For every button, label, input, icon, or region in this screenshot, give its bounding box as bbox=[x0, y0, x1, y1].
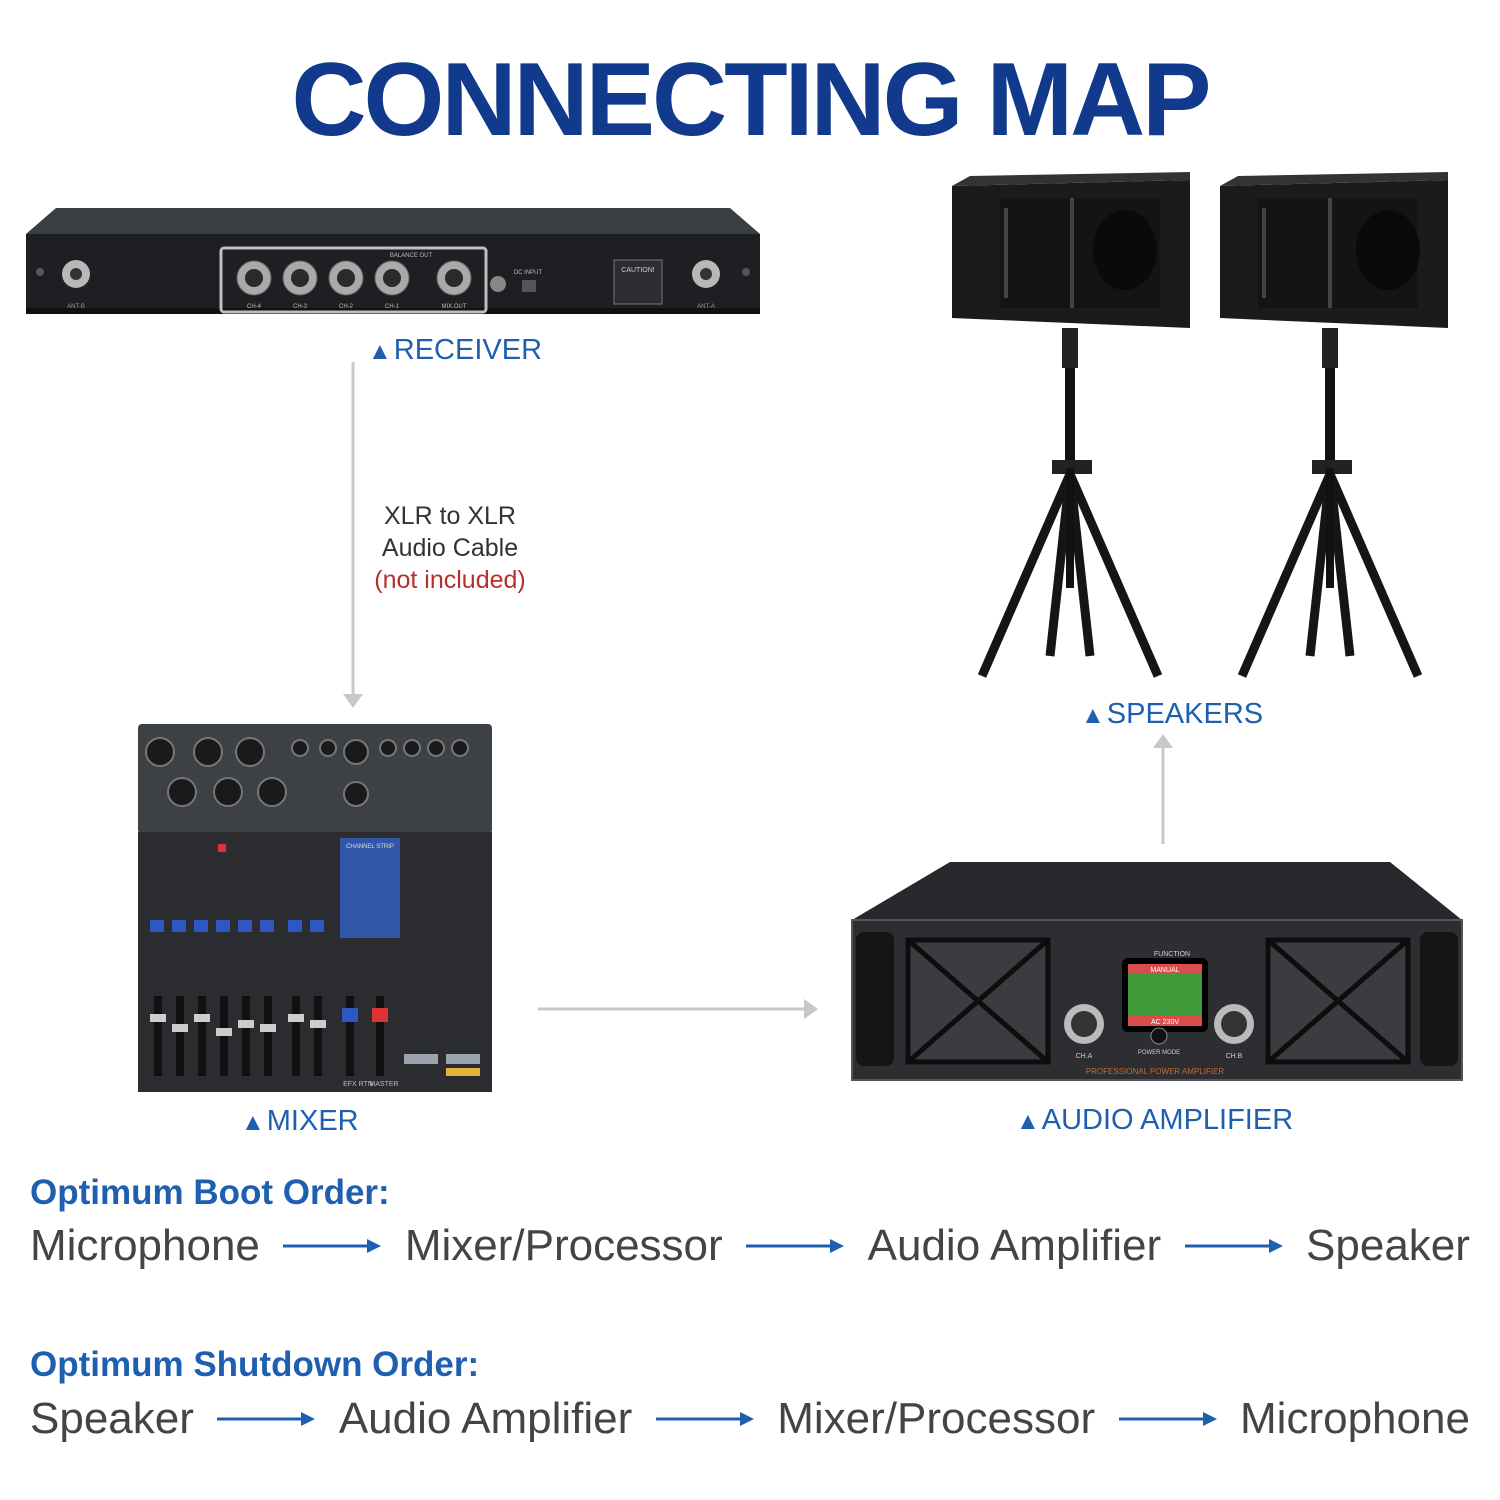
shutdown-order-heading: Optimum Shutdown Order: bbox=[30, 1345, 480, 1384]
svg-text:CHANNEL STRIP: CHANNEL STRIP bbox=[346, 844, 394, 850]
speakers-label: ▲SPEAKERS bbox=[1081, 698, 1264, 730]
boot-order-row: Microphone Mixer/Processor Audio Amplifi… bbox=[30, 1222, 1470, 1270]
flow-arrow-icon bbox=[655, 1412, 754, 1426]
receiver-label: ▲RECEIVER bbox=[368, 334, 543, 366]
mixer-image: CHANNEL STRIP EFX RTN MASTER bbox=[138, 724, 492, 1092]
svg-text:POWER MODE: POWER MODE bbox=[1138, 1050, 1180, 1056]
svg-text:CH-2: CH-2 bbox=[339, 304, 354, 310]
svg-text:AC 230V: AC 230V bbox=[1151, 1019, 1179, 1026]
boot-order-heading: Optimum Boot Order: bbox=[30, 1173, 390, 1212]
svg-text:MASTER: MASTER bbox=[369, 1081, 398, 1088]
cable-note: XLR to XLR Audio Cable (not included) bbox=[330, 500, 570, 596]
cable-not-included: (not included) bbox=[374, 566, 526, 594]
cable-line1: XLR to XLR bbox=[383, 502, 516, 530]
svg-text:DC INPUT: DC INPUT bbox=[514, 270, 543, 276]
shutdown-step-3: Mixer/Processor bbox=[777, 1394, 1096, 1443]
shutdown-step-2: Audio Amplifier bbox=[338, 1394, 633, 1443]
svg-text:EFX RTN: EFX RTN bbox=[343, 1081, 373, 1088]
amplifier-label: ▲AUDIO AMPLIFIER bbox=[1016, 1104, 1294, 1136]
shutdown-order-row: Speaker Audio Amplifier Mixer/Processor … bbox=[30, 1395, 1470, 1443]
shutdown-step-1: Speaker bbox=[30, 1394, 194, 1443]
receiver-to-mixer-arrow bbox=[343, 362, 363, 708]
amplifier-to-speakers-arrow bbox=[1153, 734, 1173, 844]
shutdown-step-4: Microphone bbox=[1240, 1394, 1470, 1443]
svg-text:CH-3: CH-3 bbox=[293, 304, 308, 310]
svg-text:ANT-A: ANT-A bbox=[697, 304, 715, 310]
flow-arrow-icon bbox=[283, 1239, 382, 1253]
svg-text:CH.B: CH.B bbox=[1226, 1053, 1243, 1060]
boot-step-3: Audio Amplifier bbox=[867, 1221, 1162, 1270]
page-title: CONNECTING MAP bbox=[291, 42, 1211, 158]
flow-arrow-icon bbox=[746, 1239, 845, 1253]
speakers-image bbox=[952, 172, 1448, 678]
flow-arrow-icon bbox=[1184, 1239, 1283, 1253]
amplifier-image: FUNCTION MANUAL AC 230V CH.A CH.B POWER … bbox=[851, 862, 1463, 1081]
svg-text:MANUAL: MANUAL bbox=[1150, 967, 1179, 974]
receiver-image: ANT-B ANT-A BALANCE OUT CH-4 CH-3 CH-2 CH-… bbox=[26, 208, 760, 314]
mixer-label: ▲MIXER bbox=[241, 1105, 359, 1137]
svg-text:BALANCE OUT: BALANCE OUT bbox=[390, 253, 433, 259]
svg-text:CAUTION!: CAUTION! bbox=[621, 267, 655, 274]
svg-text:CH-4: CH-4 bbox=[247, 304, 262, 310]
mixer-to-amplifier-arrow bbox=[538, 999, 818, 1019]
svg-text:ANT-B: ANT-B bbox=[67, 304, 85, 310]
boot-step-2: Mixer/Processor bbox=[404, 1221, 723, 1270]
svg-text:MIX.OUT: MIX.OUT bbox=[442, 304, 467, 310]
boot-step-1: Microphone bbox=[30, 1221, 260, 1270]
svg-text:PROFESSIONAL POWER AMPLIFIER: PROFESSIONAL POWER AMPLIFIER bbox=[1086, 1067, 1225, 1076]
flow-arrow-icon bbox=[217, 1412, 316, 1426]
svg-text:CH-1: CH-1 bbox=[385, 304, 400, 310]
svg-text:CH.A: CH.A bbox=[1076, 1053, 1093, 1060]
boot-step-4: Speaker bbox=[1306, 1221, 1470, 1270]
cable-line2: Audio Cable bbox=[381, 534, 519, 562]
svg-text:FUNCTION: FUNCTION bbox=[1154, 951, 1190, 958]
flow-arrow-icon bbox=[1118, 1412, 1217, 1426]
